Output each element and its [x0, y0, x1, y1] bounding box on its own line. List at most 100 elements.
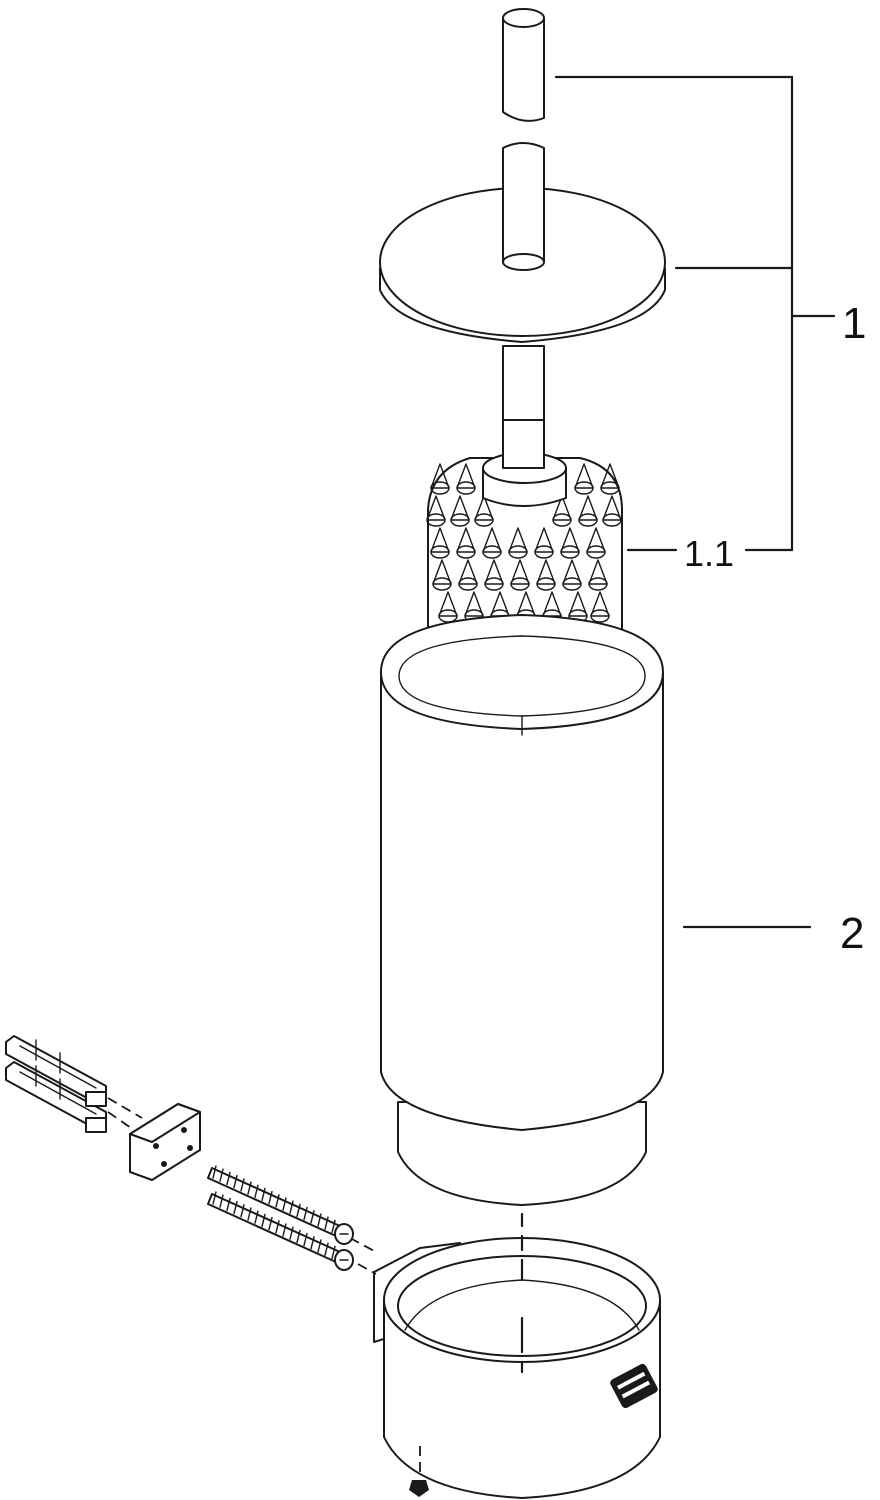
bristle-tip [426, 513, 446, 527]
callout-label-2: 2 [840, 909, 864, 958]
thread-line [331, 1219, 336, 1234]
bristle [574, 463, 594, 489]
thread-line [240, 1204, 245, 1218]
bristle-tip [588, 577, 608, 591]
thread-line [282, 1223, 287, 1237]
bristle [484, 559, 504, 585]
bristle-tip [430, 545, 450, 559]
bristle [508, 527, 528, 553]
bristle [458, 559, 478, 585]
thread-line [212, 1191, 217, 1205]
bristle-tip [456, 545, 476, 559]
thread-line [254, 1184, 259, 1198]
thread-line [268, 1190, 273, 1205]
thread-line [261, 1213, 266, 1228]
set-screw [409, 1480, 429, 1497]
thread-line [310, 1236, 315, 1250]
thread-line [233, 1174, 238, 1189]
bristle-tip [474, 513, 494, 527]
thread-line [303, 1232, 308, 1247]
callout-label-1: 1 [842, 299, 866, 348]
thread-line [275, 1220, 280, 1234]
bristle [456, 527, 476, 553]
bristle [588, 559, 608, 585]
thread-line [254, 1210, 259, 1224]
thread-line [226, 1171, 231, 1186]
thread-line [296, 1229, 301, 1244]
bristle [482, 527, 502, 553]
bristle-tip [562, 577, 582, 591]
thread-line [296, 1203, 301, 1218]
bristle [536, 559, 556, 585]
mounting-plate [129, 1103, 201, 1181]
thread-line [289, 1226, 294, 1240]
bristle-tip [536, 577, 556, 591]
bristle-tip [586, 545, 606, 559]
bristle-tip [510, 577, 530, 591]
callout-leaders [554, 75, 836, 929]
mounting-screws [207, 1165, 354, 1271]
thread-line [324, 1216, 329, 1230]
bristle [438, 591, 458, 617]
bristle [586, 527, 606, 553]
bristle [456, 463, 476, 489]
thread-line [331, 1245, 336, 1260]
lid-disc [379, 142, 666, 343]
thread-line [268, 1216, 273, 1231]
thread-line [289, 1200, 294, 1214]
bristle-tip [600, 481, 620, 495]
bristle [464, 591, 484, 617]
bristle-tip [482, 545, 502, 559]
container-cup [380, 614, 664, 1206]
handle-top-segment [502, 8, 545, 122]
bristle [450, 495, 470, 521]
bristle [602, 495, 622, 521]
bristle-tip [484, 577, 504, 591]
thread-line [275, 1194, 280, 1208]
bristle [562, 559, 582, 585]
bristle-tip [534, 545, 554, 559]
bristle [590, 591, 610, 617]
thread-line [317, 1239, 322, 1253]
thread-line [317, 1213, 322, 1227]
thread-line [212, 1165, 217, 1179]
assembly-axes [107, 1097, 524, 1478]
bristle-tip [508, 545, 528, 559]
thread-line [261, 1187, 266, 1202]
bristle-tip [430, 481, 450, 495]
bristle-tip [602, 513, 622, 527]
bristle [474, 495, 494, 521]
bristle [568, 591, 588, 617]
callout-label-1-1: 1.1 [684, 533, 734, 574]
bristle [552, 495, 572, 521]
bristle [430, 463, 450, 489]
thread-line [303, 1206, 308, 1221]
bristle [560, 527, 580, 553]
thread-line [310, 1210, 315, 1224]
bristle [432, 559, 452, 585]
bristle-tip [458, 577, 478, 591]
bristle-tip [590, 609, 610, 623]
thread-line [233, 1200, 238, 1215]
wall-plugs [5, 1035, 107, 1133]
screw-threads [212, 1165, 336, 1260]
bristle [534, 527, 554, 553]
thread-line [240, 1178, 245, 1192]
bristle-tip [560, 545, 580, 559]
bristle [430, 527, 450, 553]
thread-line [247, 1207, 252, 1221]
bristle [578, 495, 598, 521]
bristle-tip [456, 481, 476, 495]
bristle-tip [574, 481, 594, 495]
bristle-tip [450, 513, 470, 527]
thread-line [226, 1197, 231, 1212]
bristle [600, 463, 620, 489]
bristle [510, 559, 530, 585]
thread-line [247, 1181, 252, 1195]
bristle-tip [578, 513, 598, 527]
thread-line [219, 1168, 224, 1182]
bristle-tip [552, 513, 572, 527]
thread-line [282, 1197, 287, 1211]
wall-holder [373, 1237, 661, 1499]
